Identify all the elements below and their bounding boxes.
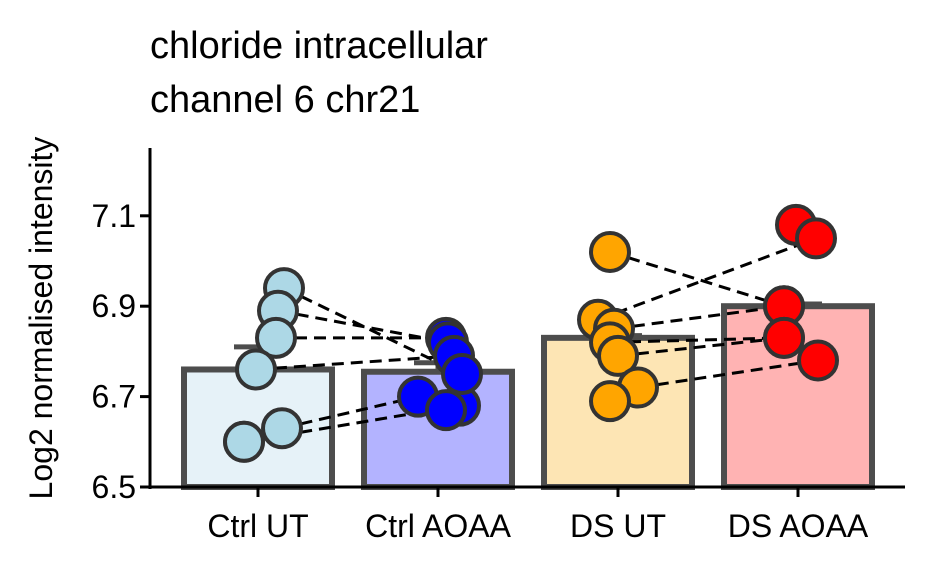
y-tick-label-7.1: 7.1 bbox=[92, 198, 136, 234]
y-axis-title: Log2 normalised intensity bbox=[23, 137, 59, 500]
point-ds-aoaa-7 bbox=[797, 339, 839, 382]
y-tick-label-6.5: 6.5 bbox=[92, 469, 136, 505]
paired-line-1 bbox=[283, 286, 463, 376]
point-ctrl-ut-4 bbox=[235, 348, 277, 391]
paired-line-9 bbox=[613, 304, 785, 331]
x-tick-label-ctrl-ut: Ctrl UT bbox=[207, 508, 308, 544]
point-ctrl-aoaa-6 bbox=[425, 389, 467, 432]
point-ds-aoaa-6 bbox=[763, 316, 805, 359]
point-ctrl-ut-5 bbox=[261, 407, 303, 450]
points-layer bbox=[223, 203, 839, 463]
paired-line-11 bbox=[617, 336, 785, 358]
point-ds-ut-1 bbox=[589, 230, 631, 273]
x-tick-label-ds-aoaa: DS AOAA bbox=[728, 508, 869, 544]
point-ds-ut-7 bbox=[589, 380, 631, 423]
paired-line-7 bbox=[609, 250, 785, 308]
chart-title-line-2: channel 6 chr21 bbox=[150, 79, 420, 121]
point-ctrl-ut-3 bbox=[255, 316, 297, 359]
bar-ds-aoaa bbox=[721, 303, 875, 491]
paired-line-12 bbox=[637, 358, 819, 390]
y-tick-label-6.9: 6.9 bbox=[92, 288, 136, 324]
paired-line-5 bbox=[281, 395, 419, 430]
point-ctrl-ut-7 bbox=[223, 420, 265, 463]
point-ctrl-aoaa-7 bbox=[441, 353, 483, 395]
point-ds-aoaa-2 bbox=[795, 217, 837, 260]
paired-line-4 bbox=[255, 354, 455, 371]
point-ds-ut-5 bbox=[597, 334, 639, 377]
chart-title: chloride intracellular channel 6 chr21 bbox=[150, 25, 488, 121]
paired-line-8 bbox=[597, 236, 817, 322]
chart-title-line-1: chloride intracellular bbox=[150, 25, 488, 67]
paired-line-10 bbox=[609, 336, 785, 344]
x-tick-label-ctrl-aoaa: Ctrl AOAA bbox=[365, 508, 511, 544]
y-tick-label-6.7: 6.7 bbox=[92, 379, 136, 415]
x-tick-label-ds-ut: DS UT bbox=[570, 508, 666, 544]
